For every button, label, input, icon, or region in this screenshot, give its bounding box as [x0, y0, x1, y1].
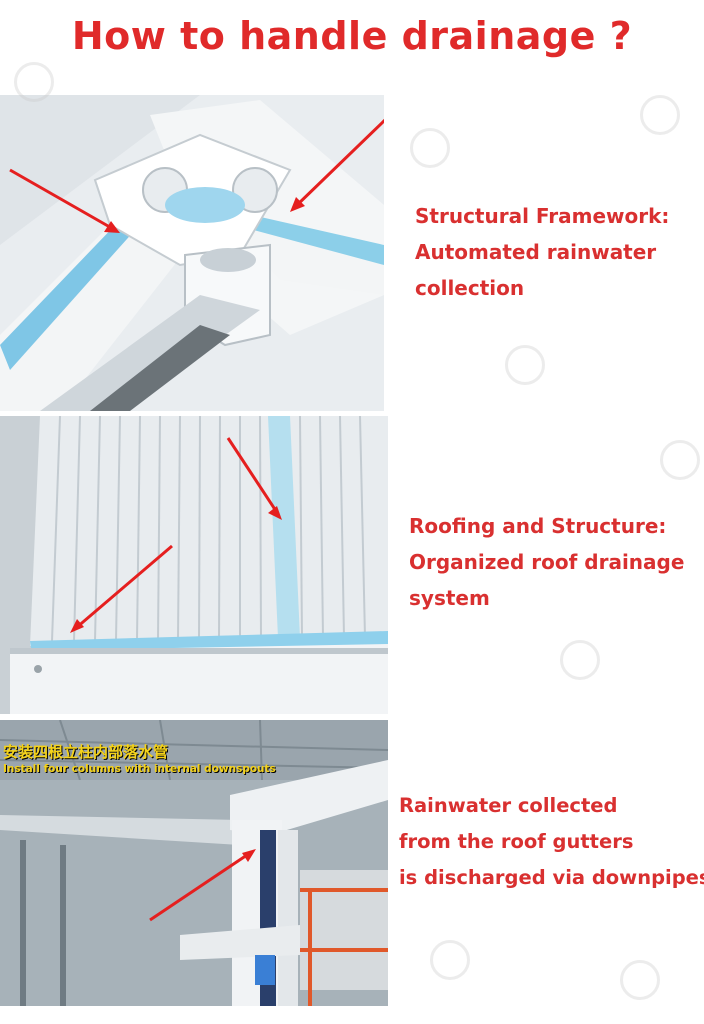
caption-line: Roofing and Structure: [409, 514, 667, 538]
caption-line: Organized roof drainage [409, 550, 685, 574]
caption-line: Rainwater collected [399, 794, 618, 817]
caption-line: Structural Framework: [415, 204, 670, 228]
page-title: How to handle drainage ? [71, 14, 633, 58]
caption-roofing-structure: Roofing and Structure: Organized roof dr… [409, 508, 684, 616]
watermark-logo-icon [410, 128, 450, 168]
caption-line: Automated rainwater [415, 240, 657, 264]
watermark-logo-icon [660, 440, 700, 480]
install-instruction-overlay: 安装四根立柱内部落水管 Install four columns with in… [0, 742, 276, 776]
watermark-logo-icon [640, 95, 680, 135]
framework-corner-image [0, 95, 384, 411]
caption-line: collection [415, 276, 525, 300]
overlay-english-text: Install four columns with internal downs… [3, 763, 276, 775]
caption-line: is discharged via downpipes. [399, 866, 704, 889]
caption-line: system [409, 586, 490, 610]
watermark-logo-icon [560, 640, 600, 680]
watermark-logo-icon [430, 940, 470, 980]
caption-structural-framework: Structural Framework: Automated rainwate… [415, 198, 669, 306]
downpipe-workshop-image [0, 720, 388, 1006]
watermark-logo-icon [505, 345, 545, 385]
caption-rainwater-downpipes: Rainwater collected from the roof gutter… [399, 788, 704, 896]
watermark-logo-icon [14, 62, 54, 102]
watermark-logo-icon [620, 960, 660, 1000]
overlay-chinese-text: 安装四根立柱内部落水管 [3, 743, 169, 761]
roof-panel-image [0, 416, 388, 714]
caption-line: from the roof gutters [399, 830, 634, 853]
